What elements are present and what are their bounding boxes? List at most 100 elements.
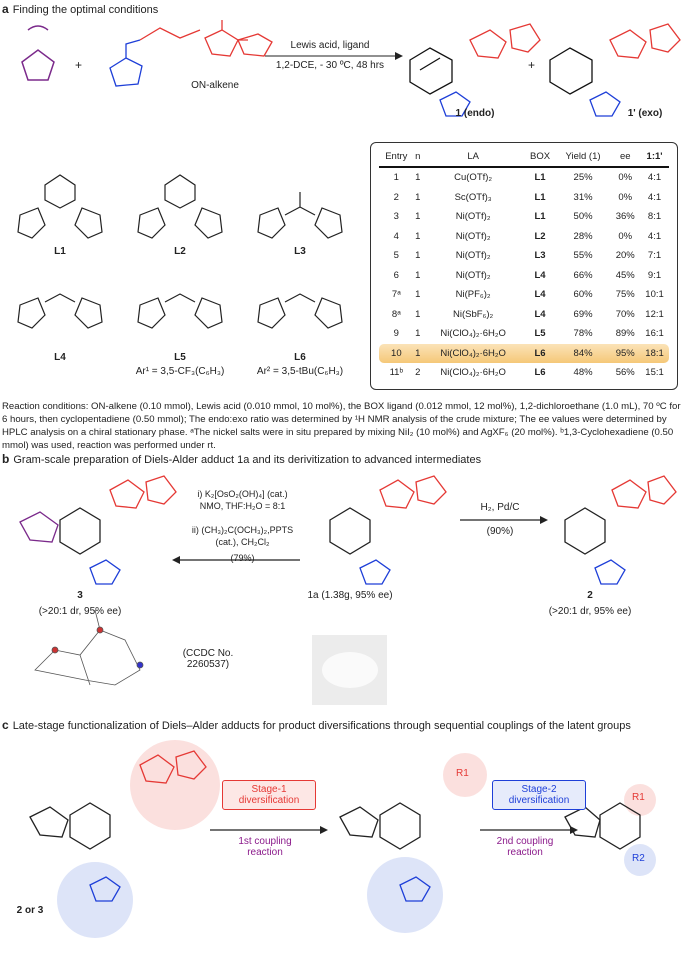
table-cell: 50% (573, 211, 593, 223)
table-cell: 4 (393, 230, 399, 242)
compound-1a-label: 1a (1.38g, 95% ee) (307, 590, 393, 601)
table-cell: 1 (415, 230, 421, 242)
r2-label: R2 (632, 853, 645, 864)
table-cell: Ni(OTf)₂ (455, 250, 491, 262)
table-cell: 8:1 (647, 211, 662, 223)
table-cell: Ni(SbF₆)₂ (453, 308, 494, 320)
ligand-label: L4 (54, 352, 66, 363)
product-1-exo-label: 1' (exo) (627, 108, 663, 119)
compound-2-note: (>20:1 dr, 95% ee) (548, 606, 632, 617)
yield: (79%) (230, 553, 255, 563)
table-cell: 1 (415, 172, 421, 184)
ligand-label: L3 (294, 246, 306, 257)
ligand-label: L1 (54, 246, 66, 257)
table-cell: Ni(PF₆)₂ (455, 289, 491, 301)
r1-label: R1 (632, 792, 645, 803)
ligand-l3 (257, 192, 343, 239)
compound-1a (329, 507, 371, 555)
table-cell: 84% (555, 343, 611, 363)
table-cell: 1 (415, 328, 421, 340)
stage-2-box: Stage-2 diversification (492, 780, 586, 810)
ligand-label: L5 (174, 352, 186, 363)
table-cell: 4:1 (647, 172, 662, 184)
ligand-l6 (257, 293, 343, 329)
table-cell: 45% (615, 269, 635, 281)
compound-3-note: (>20:1 dr, 95% ee) (38, 606, 122, 617)
table-cell: 11ᵇ (389, 367, 404, 379)
table-cell: 1 (393, 172, 399, 184)
right-reagent: H₂, Pd/C (480, 502, 520, 513)
table-cell: 1 (413, 343, 422, 363)
table-cell: 10:1 (645, 289, 664, 301)
product-1 (409, 47, 453, 95)
table-cell: 1 (415, 289, 421, 301)
table-cell: 78% (573, 328, 593, 340)
table-cell: L4 (534, 289, 546, 301)
table-cell: 12:1 (645, 308, 664, 320)
table-cell: 56% (615, 367, 635, 379)
table-cell: 1 (415, 269, 421, 281)
reaction-scheme-b (19, 475, 677, 705)
start-label: 2 or 3 (16, 905, 44, 916)
condition-line: i) K₂[OsO₂(OH)₄] (cat.) (197, 489, 288, 499)
table-cell: 7:1 (647, 250, 662, 262)
right-yield: (90%) (486, 526, 514, 537)
product-powder (322, 652, 378, 688)
ligand-structures (17, 174, 343, 329)
column-header: ee (610, 149, 641, 168)
table-cell: 8ᵃ (391, 308, 401, 320)
table-cell: 2 (393, 191, 399, 203)
column-header: Yield (1) (555, 149, 611, 168)
table-cell: 1 (415, 308, 421, 320)
table-cell: 70% (615, 308, 635, 320)
section-title-text: Finding the optimal conditions (12, 4, 159, 16)
table-cell: 2 (415, 367, 421, 379)
section-letter: c (2, 718, 9, 732)
condition-line: ii) (CH₃)₂C(OCH₃)₂,PPTS (191, 525, 294, 535)
table-cell: 31% (573, 191, 593, 203)
table-cell: 89% (615, 328, 635, 340)
table-cell: 0% (618, 172, 633, 184)
table-cell: Ni(ClO₄)₂·6H₂O (440, 367, 506, 379)
table-cell: L6 (534, 367, 546, 379)
table-cell: 16:1 (645, 328, 664, 340)
table-cell: 95% (610, 343, 641, 363)
table-cell: L1 (534, 211, 546, 223)
ligand-l4 (17, 293, 103, 329)
table-cell: L6 (524, 343, 556, 363)
step1-label: 1st coupling reaction (238, 836, 292, 858)
table-cell: 7ᵃ (391, 289, 401, 301)
compound-2-label: 2 (587, 590, 593, 601)
condition-line: NMO, THF:H₂O = 8:1 (199, 501, 286, 511)
l6-note: Ar² = 3,5-tBu(C₆H₃) (256, 366, 344, 377)
table-cell: 20% (615, 250, 635, 262)
table-cell: L4 (534, 308, 546, 320)
condition-line: (cat.), CH₂Cl₂ (215, 537, 270, 547)
table-cell: 69% (573, 308, 593, 320)
column-header: 1:1' (640, 149, 669, 168)
table-cell: Ni(ClO₄)₂·6H₂O (421, 343, 525, 363)
table-cell: Cu(OTf)₂ (454, 172, 493, 184)
table-cell: 1 (415, 250, 421, 262)
table-cell: L4 (534, 269, 546, 281)
reaction-scheme-a (21, 20, 681, 117)
table-cell: Sc(OTf)₃ (454, 191, 492, 203)
column-header: BOX (524, 149, 556, 168)
ligand-label: L6 (294, 352, 306, 363)
table-cell: 18:1 (640, 343, 669, 363)
ligand-l5 (137, 293, 223, 329)
caption: Reaction conditions: ON-alkene (0.10 mmo… (2, 401, 681, 451)
section-letter: a (2, 2, 9, 16)
l5-note: Ar¹ = 3,5-CF₃(C₆H₃) (135, 366, 225, 377)
step2-label: 2nd coupling reaction (496, 836, 554, 858)
